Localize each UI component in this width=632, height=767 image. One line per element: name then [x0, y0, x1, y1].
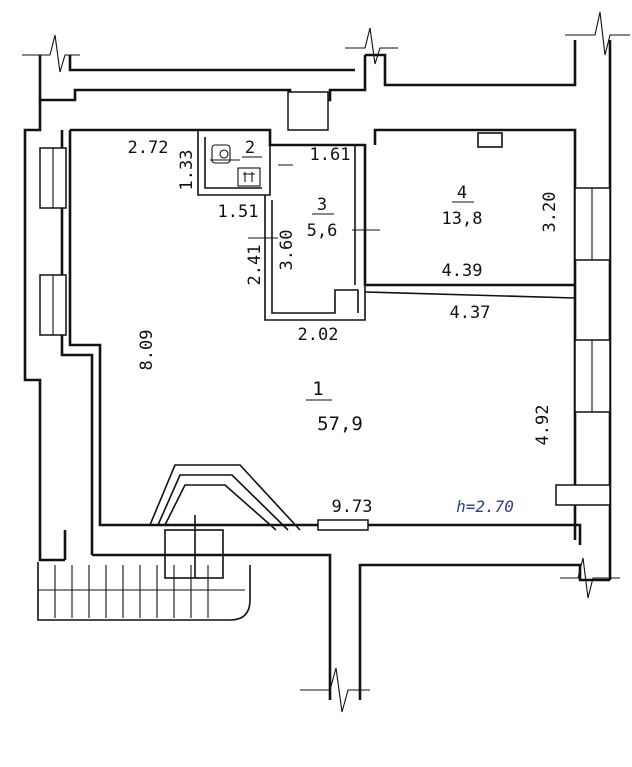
dim-3-20: 3.20	[540, 192, 560, 233]
stair-outline-1	[149, 464, 301, 531]
room3-walls	[264, 195, 366, 321]
break-line-top-mid	[345, 27, 398, 65]
dim-4-37: 4.37	[450, 303, 491, 323]
dim-1-61: 1.61	[310, 145, 351, 165]
break-lines	[22, 11, 630, 713]
dim-1-51: 1.51	[218, 202, 259, 222]
dim-3-60: 3.60	[277, 230, 297, 271]
entrance-vestibule	[164, 529, 224, 579]
toilet-icon	[211, 144, 231, 164]
dimension-labels: 2.72 1.33 1.61 1.51 2.41 3.60 2.02 3.20 …	[128, 138, 560, 517]
room-1-number: 1	[312, 378, 323, 400]
ceiling-height: h=2.70	[456, 497, 514, 516]
dim-4-92: 4.92	[533, 405, 553, 446]
break-line-top-left	[22, 34, 80, 73]
top-right-wall	[365, 40, 577, 87]
inner-top-boundary	[70, 128, 575, 287]
dim-9-73: 9.73	[332, 497, 373, 517]
window-top	[287, 91, 329, 131]
dim-ticks-top	[210, 159, 293, 166]
room-2-number: 2	[245, 138, 255, 158]
break-line-bottom	[300, 667, 370, 713]
dim-2-72: 2.72	[128, 138, 169, 158]
room4-bottom	[364, 291, 576, 299]
stairs	[37, 464, 301, 621]
bottom-wall	[63, 530, 610, 700]
windows	[39, 91, 611, 506]
room4-wall	[373, 128, 577, 540]
break-line-right	[560, 557, 620, 599]
room-labels: 1 57,9 2 3 5,6 4 13,8 h=2.70	[242, 138, 514, 516]
stair-outline-2	[157, 474, 289, 531]
dim-8-09: 8.09	[137, 330, 157, 371]
top-wall-upper	[68, 55, 355, 72]
room-3-area: 5,6	[307, 221, 338, 241]
room-4-area: 13,8	[442, 209, 483, 229]
vent-block	[477, 132, 503, 148]
room2-inner	[204, 137, 262, 189]
stair-outline-3	[164, 484, 277, 531]
window-right-3	[555, 484, 611, 506]
outer-walls	[23, 40, 612, 700]
dim-2-02: 2.02	[298, 325, 339, 345]
dim-ticks-mid	[248, 229, 380, 239]
room2-walls	[197, 130, 271, 196]
entrance-stair-steps	[38, 565, 245, 618]
break-line-top-right	[565, 11, 630, 56]
partitions	[197, 130, 576, 531]
room-1-area: 57,9	[317, 413, 363, 435]
left-outer-wall	[23, 100, 65, 562]
room3-inner	[271, 200, 359, 314]
dim-4-39: 4.39	[442, 261, 483, 281]
room1-left-inner	[60, 130, 94, 555]
room-4-number: 4	[457, 183, 467, 203]
dim-1-33: 1.33	[177, 150, 197, 191]
sink-icon	[237, 167, 261, 187]
door-bottom	[317, 519, 369, 531]
room1-left-bottom	[68, 130, 582, 545]
entrance-stair	[37, 562, 251, 621]
dim-2-41: 2.41	[245, 245, 265, 286]
room-3-number: 3	[317, 195, 327, 215]
